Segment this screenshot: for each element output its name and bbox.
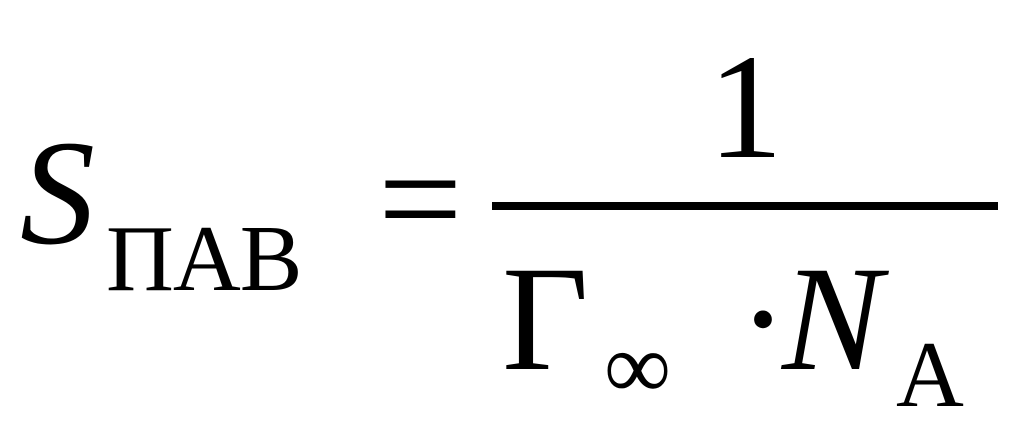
fraction-bar: [492, 202, 998, 210]
denominator-multiply-dot: ·: [738, 236, 788, 402]
denominator-avogadro-subscript: A: [896, 323, 964, 427]
equals-sign: =: [378, 116, 463, 282]
lhs-subscript: ПАВ: [106, 207, 302, 311]
fraction-numerator: 1: [708, 24, 783, 190]
denominator-gamma-subscript: ∞: [604, 315, 672, 419]
denominator-gamma: Γ: [502, 236, 589, 402]
lhs-symbol: S: [20, 110, 95, 276]
denominator-avogadro-symbol: N: [782, 236, 883, 402]
